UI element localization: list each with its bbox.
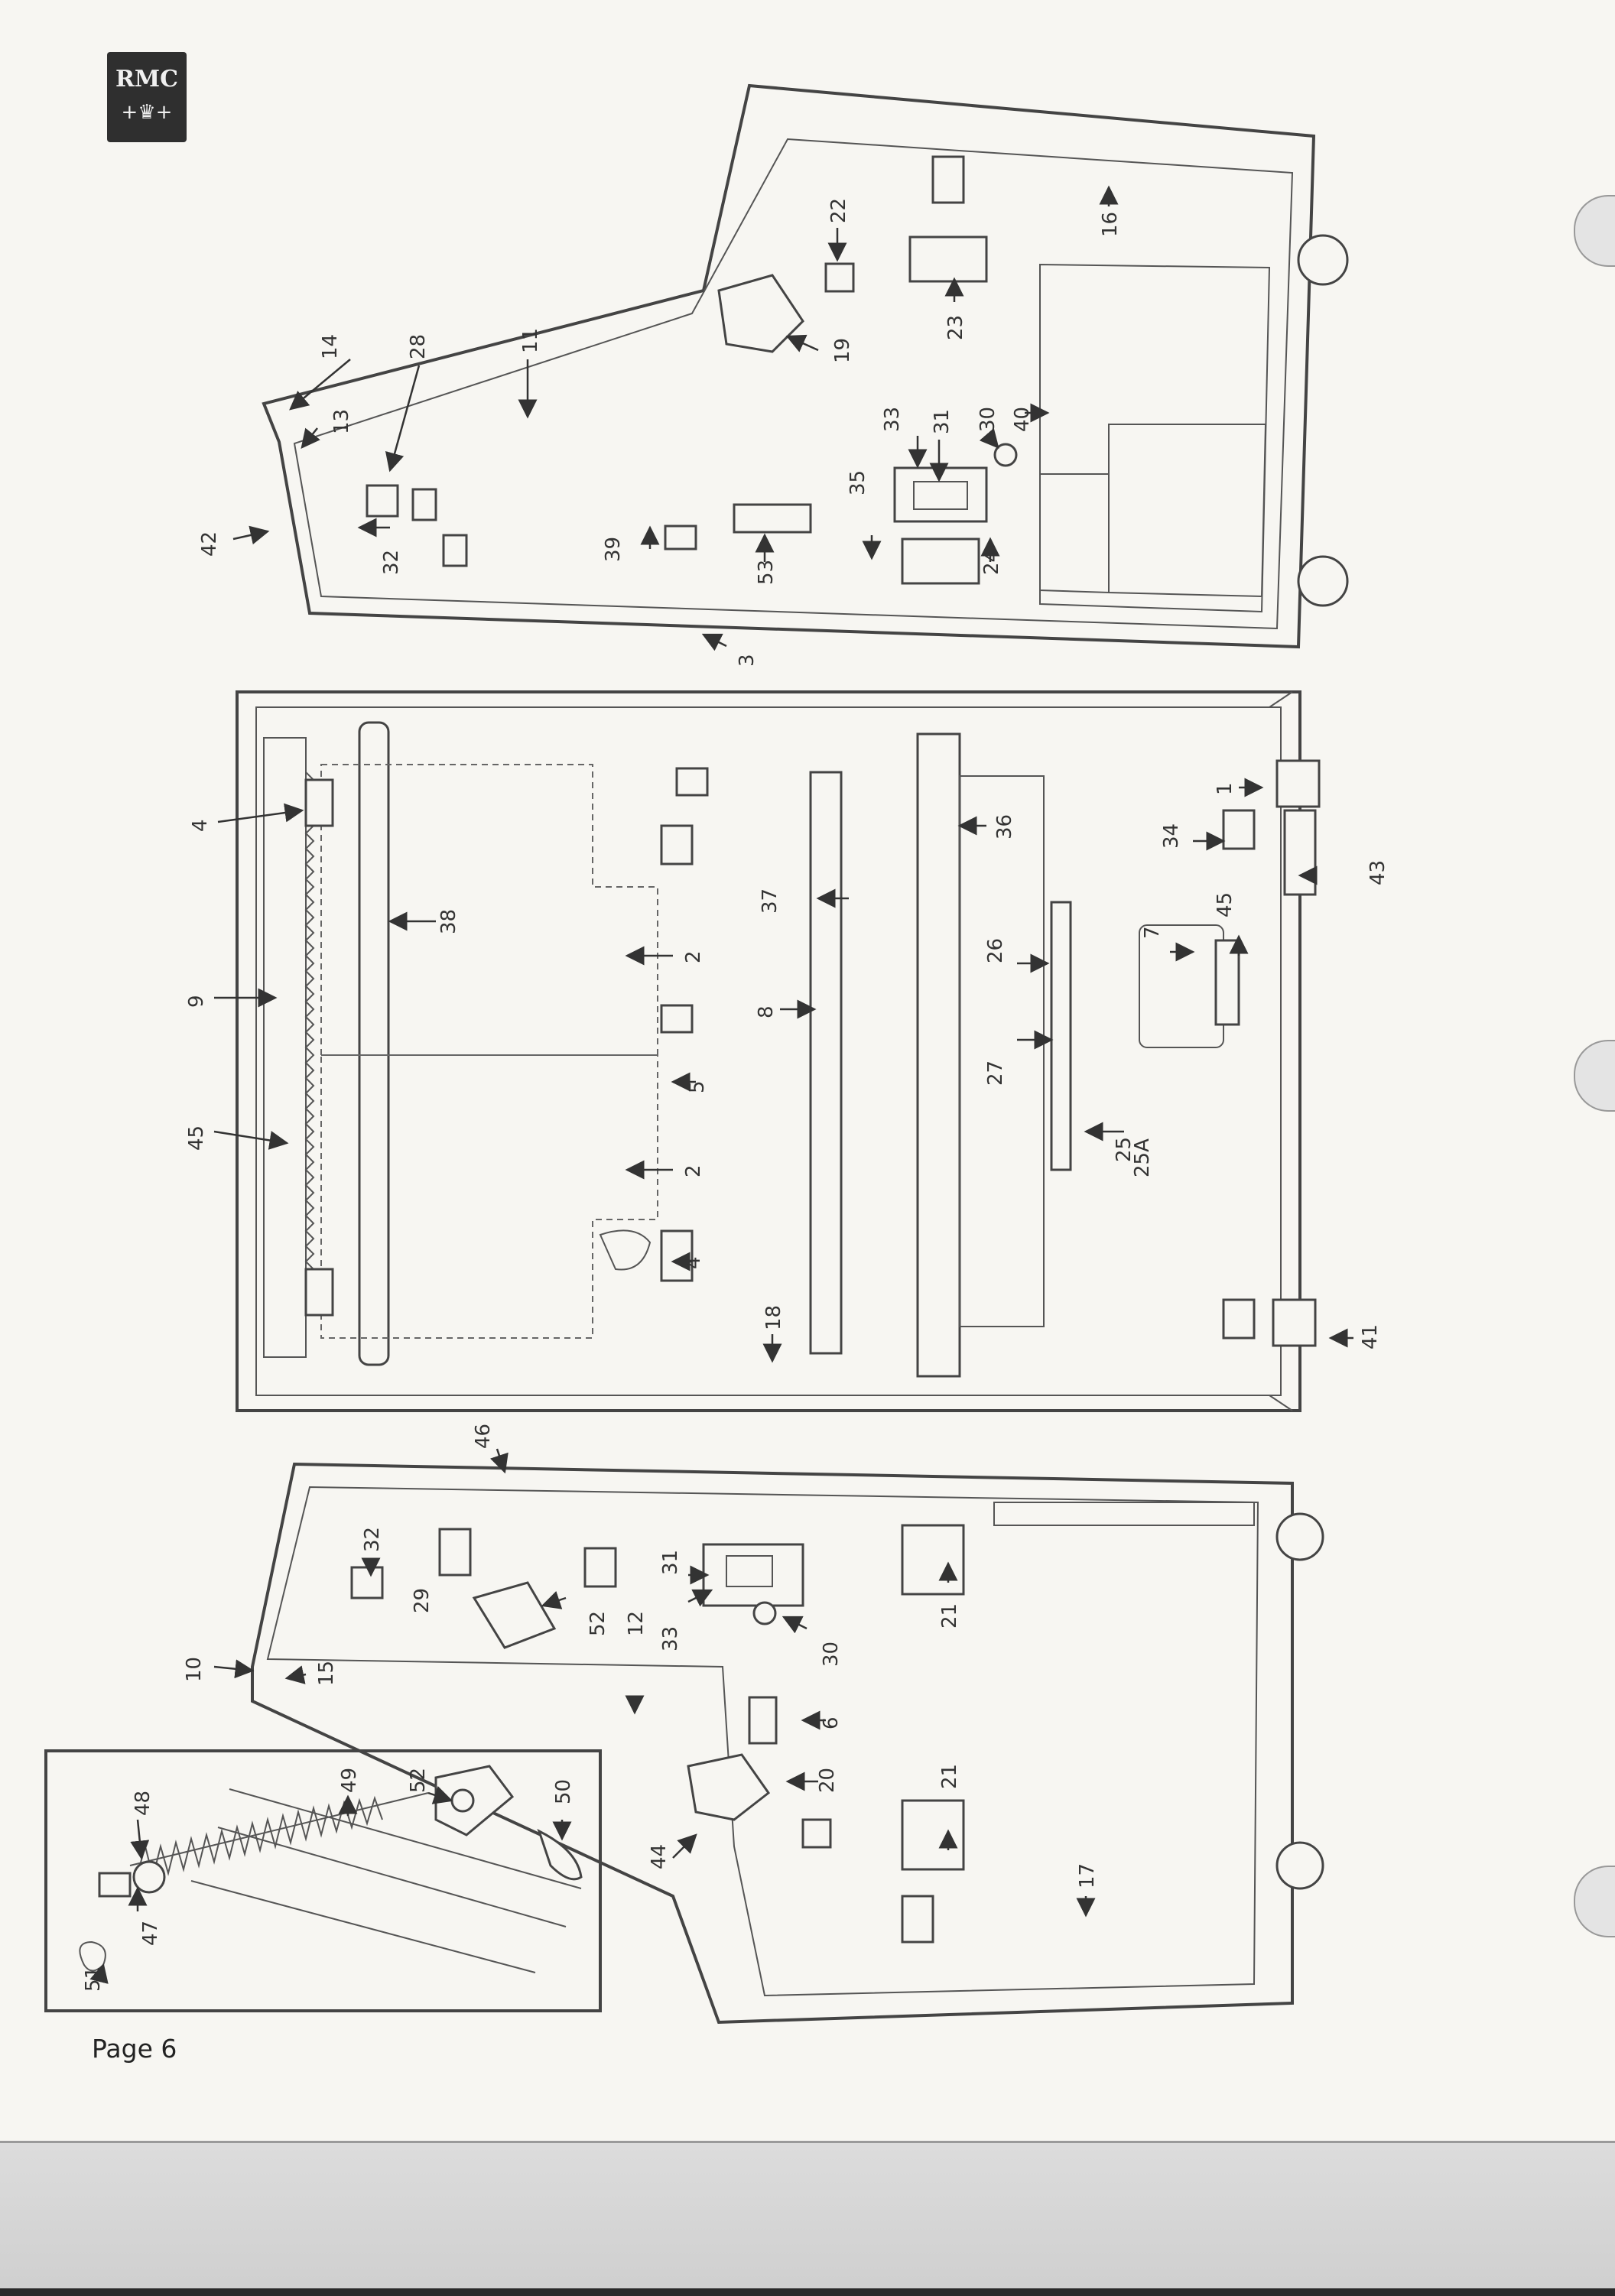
scanner-edge xyxy=(0,2288,1615,2296)
callout-21b: 21 xyxy=(938,1764,961,1789)
callout-37: 37 xyxy=(759,888,782,914)
callout-21: 21 xyxy=(938,1603,961,1629)
callout-11: 11 xyxy=(519,328,542,353)
callout-47: 47 xyxy=(139,1921,162,1946)
callout-51: 51 xyxy=(82,1966,105,1992)
callout-48: 48 xyxy=(132,1791,154,1816)
callout-43: 43 xyxy=(1366,860,1389,885)
callout-30: 30 xyxy=(976,407,999,432)
callout-4: 4 xyxy=(189,819,212,832)
logo-text: RMC xyxy=(115,66,179,93)
callout-33: 33 xyxy=(881,407,904,432)
callout-5: 5 xyxy=(686,1080,709,1093)
callout-31b: 31 xyxy=(659,1550,682,1575)
callout-4b: 4 xyxy=(682,1256,705,1269)
callout-12: 12 xyxy=(625,1611,648,1636)
rmc-logo: RMC +♛+ xyxy=(107,52,187,142)
callout-22: 22 xyxy=(827,198,850,223)
callout-44: 44 xyxy=(648,1844,671,1869)
callout-2b: 2 xyxy=(682,1164,705,1177)
callout-50: 50 xyxy=(552,1779,575,1804)
callout-39: 39 xyxy=(602,537,625,562)
callout-18: 18 xyxy=(762,1305,785,1330)
callout-14: 14 xyxy=(319,334,342,359)
manual-page: RMC +♛+ Page 6 xyxy=(0,0,1615,2141)
callout-33b: 33 xyxy=(659,1626,682,1651)
callout-42: 42 xyxy=(198,531,221,557)
parts-diagram: 14 28 11 42 13 22 19 32 39 53 35 33 31 xyxy=(44,83,1389,2025)
callout-15: 15 xyxy=(315,1661,338,1686)
callout-3: 3 xyxy=(736,654,759,667)
callout-13: 13 xyxy=(330,409,353,434)
callout-32b: 32 xyxy=(361,1527,384,1552)
callout-1: 1 xyxy=(1214,782,1236,795)
callout-19: 19 xyxy=(831,338,854,363)
callout-35: 35 xyxy=(846,470,869,495)
callout-9: 9 xyxy=(185,995,208,1008)
callout-45b: 45 xyxy=(1214,892,1236,917)
callout-7: 7 xyxy=(1141,926,1164,939)
callout-31: 31 xyxy=(931,409,954,434)
callout-25: 25 xyxy=(1113,1137,1136,1162)
page-number: Page 6 xyxy=(92,2034,177,2064)
inset-detail: 48 49 52 50 47 51 xyxy=(44,1749,602,2012)
callout-53: 53 xyxy=(755,560,778,585)
callout-29: 29 xyxy=(411,1588,434,1613)
callout-17: 17 xyxy=(1076,1863,1099,1888)
callout-32: 32 xyxy=(380,550,403,575)
top-cabinet-drawing: 14 28 11 42 13 22 19 32 39 53 35 33 31 xyxy=(198,83,1349,667)
callout-27: 27 xyxy=(984,1060,1007,1086)
callout-26: 26 xyxy=(984,938,1007,963)
callout-41: 41 xyxy=(1359,1324,1382,1349)
scanner-margin xyxy=(0,2141,1615,2296)
callout-46: 46 xyxy=(472,1424,495,1449)
callout-25a: 25A xyxy=(1131,1138,1154,1177)
middle-cabinet-drawing: 4 9 45 38 2 37 8 36 26 27 25 25A 7 45 xyxy=(185,690,1389,1412)
callout-24: 24 xyxy=(980,550,1003,575)
callout-36: 36 xyxy=(993,814,1016,839)
callout-20: 20 xyxy=(816,1768,839,1793)
bottom-cabinet-drawing: 46 32 29 52 31 33 30 21 12 10 15 6 20 xyxy=(183,1424,1324,2025)
callout-8: 8 xyxy=(755,1005,778,1018)
callout-2: 2 xyxy=(682,950,705,963)
crown-icon: +♛+ xyxy=(121,101,173,124)
callout-16: 16 xyxy=(1099,212,1122,237)
callout-30b: 30 xyxy=(820,1642,843,1667)
callout-10: 10 xyxy=(183,1657,206,1682)
callout-34: 34 xyxy=(1160,823,1183,849)
callout-45: 45 xyxy=(185,1125,208,1151)
callout-23: 23 xyxy=(944,315,967,340)
callout-28: 28 xyxy=(407,334,430,359)
callout-52: 52 xyxy=(587,1611,609,1636)
callout-49: 49 xyxy=(338,1768,361,1793)
callout-52b: 52 xyxy=(407,1768,430,1793)
callout-40: 40 xyxy=(1011,407,1034,432)
callout-6: 6 xyxy=(820,1716,843,1729)
callout-38: 38 xyxy=(437,909,460,934)
